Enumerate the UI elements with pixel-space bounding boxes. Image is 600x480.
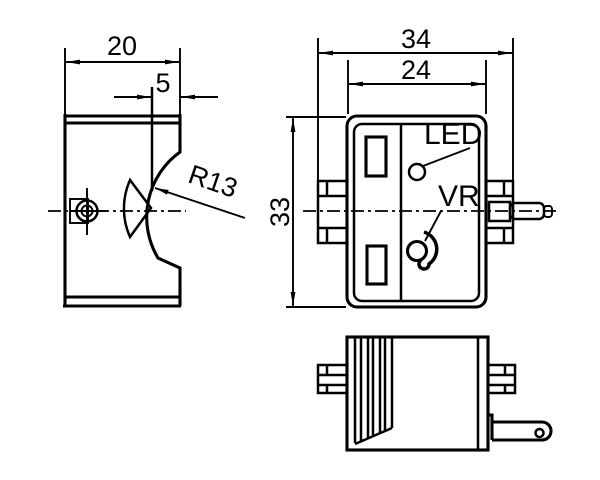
led-leader-line: [422, 147, 471, 167]
dim-r13-label: R13: [185, 159, 242, 203]
front-view-dimensions: 34 24 33: [265, 24, 514, 308]
dim-5-label: 5: [155, 68, 170, 98]
arrowhead-right: [137, 94, 151, 100]
dim-20-label: 20: [107, 31, 137, 61]
cable-exit: [488, 413, 553, 442]
front-face-panel: [352, 122, 481, 303]
optical-slot-top: [364, 135, 388, 178]
led-label: LED: [424, 118, 482, 151]
ear-outline: [486, 363, 517, 395]
arrowhead-up: [290, 118, 296, 132]
arrowhead-right: [165, 59, 179, 65]
ear-outline: [316, 363, 349, 395]
vr-leader-line: [424, 210, 442, 242]
cable-outline: [488, 413, 553, 442]
vr-screw-circle: [405, 239, 429, 263]
arrowhead-leader: [155, 188, 169, 195]
vr-label: VR: [438, 180, 480, 213]
lens-groove-lines: [359, 337, 394, 441]
optical-slot-bottom: [365, 244, 388, 286]
left-mounting-ear-bottom: [316, 363, 349, 395]
cable-end-detail: [534, 427, 545, 439]
arrowhead-left: [349, 81, 363, 87]
side-view-dimensions: 20 5 R13: [64, 31, 246, 219]
ear-outline: [316, 179, 349, 245]
led-indicator-circle: [407, 162, 427, 182]
vr-rotation-tail: [417, 230, 439, 271]
bottom-body-outline: [345, 335, 490, 452]
arrowhead-right: [471, 81, 485, 87]
arrowhead-left: [319, 50, 333, 56]
beam-cone-shape: [122, 177, 153, 240]
left-mounting-ear: [316, 179, 349, 245]
arrowhead-down: [290, 292, 296, 306]
right-mounting-ear-bottom: [486, 363, 517, 395]
radius-leader-line: [154, 187, 246, 219]
arrowhead-left: [181, 94, 195, 100]
dim-24-label: 24: [401, 55, 431, 85]
arrowhead-right: [498, 50, 512, 56]
dim-33-label: 33: [265, 197, 295, 227]
side-view: [48, 87, 186, 308]
dim-34-label: 34: [401, 24, 431, 54]
arrowhead-left: [66, 59, 80, 65]
lens-chamfer-line: [354, 426, 393, 446]
bottom-view: [316, 335, 553, 452]
front-view: LED VR: [303, 114, 557, 309]
